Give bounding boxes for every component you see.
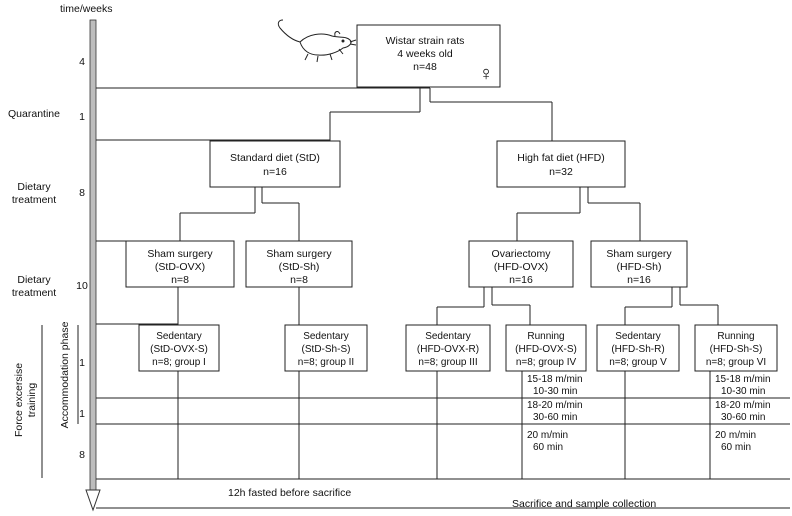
std-sh-line1: Sham surgery	[266, 248, 332, 260]
root-line2: 4 weeks old	[397, 48, 453, 60]
std-ovx-line1: Sham surgery	[147, 248, 213, 260]
std-sh-line3: n=8	[290, 274, 308, 286]
phase-quarantine: Quarantine	[8, 108, 60, 120]
g4-stage1-speed: 15-18 m/min	[527, 374, 583, 385]
std-diet-line1: Standard diet (StD)	[230, 152, 320, 164]
group-4-line3: n=8; group IV	[516, 357, 577, 368]
group-4-line1: Running	[527, 331, 564, 342]
phase-dietary-1-line2: treatment	[12, 194, 56, 206]
hfd-line2: n=32	[549, 166, 573, 178]
group-1-line1: Sedentary	[156, 331, 202, 342]
group-6-line2: (HFD-Sh-S)	[710, 344, 763, 355]
g6-stage1-time: 10-30 min	[721, 386, 765, 397]
rat-icon	[277, 19, 357, 63]
hfd-ovx-line3: n=16	[509, 274, 533, 286]
fasted-label: 12h fasted before sacrifice	[228, 487, 351, 499]
sacrifice-label: Sacrifice and sample collection	[512, 498, 656, 510]
group-2-line3: n=8; group II	[298, 357, 354, 368]
g4-stage3-time: 60 min	[533, 442, 563, 453]
duration-label: 1	[79, 408, 85, 420]
root-line3: n=48	[413, 61, 437, 73]
duration-label: 1	[79, 111, 85, 123]
g6-stage1-speed: 15-18 m/min	[715, 374, 771, 385]
phase-force-exercise-line2: training	[26, 383, 38, 418]
group-6-node	[694, 324, 778, 372]
duration-label: 10	[76, 280, 88, 292]
group-2-line2: (StD-Sh-S)	[302, 344, 351, 355]
standard-diet-node	[209, 140, 341, 188]
root-line1: Wistar strain rats	[386, 35, 465, 47]
group-1-line2: (StD-OVX-S)	[150, 344, 208, 355]
phase-accommodation: Accommodation phase	[59, 321, 71, 428]
hfd-sh-node	[590, 240, 688, 288]
phase-separators	[96, 87, 790, 509]
hfd-line1: High fat diet (HFD)	[517, 152, 605, 164]
group-6-line1: Running	[717, 331, 754, 342]
tree-connectors	[177, 88, 719, 480]
group-3-line2: (HFD-OVX-R)	[417, 344, 479, 355]
std-ovx-node	[125, 240, 235, 288]
hfd-sh-line1: Sham surgery	[606, 248, 672, 260]
group-5-node	[596, 324, 680, 372]
group-3-line1: Sedentary	[425, 331, 471, 342]
hfd-ovx-node	[468, 240, 574, 288]
group-5-line3: n=8; group V	[609, 357, 667, 368]
axis-title: time/weeks	[60, 3, 113, 15]
female-symbol-icon: ♀	[479, 63, 494, 85]
high-fat-diet-node	[496, 140, 626, 188]
g4-stage1-time: 10-30 min	[533, 386, 577, 397]
std-ovx-line2: (StD-OVX)	[155, 261, 205, 273]
phase-dietary-2-line1: Dietary	[17, 274, 51, 286]
group-4-line2: (HFD-OVX-S)	[515, 344, 577, 355]
group-2-line1: Sedentary	[303, 331, 349, 342]
duration-label: 4	[79, 56, 85, 68]
group-1-node	[138, 324, 220, 372]
std-sh-line2: (StD-Sh)	[279, 261, 320, 273]
std-sh-node	[245, 240, 353, 288]
time-axis	[85, 19, 101, 512]
g4-stage2-time: 30-60 min	[533, 412, 577, 423]
group-6-line3: n=8; group VI	[706, 357, 766, 368]
group-1-line3: n=8; group I	[152, 357, 206, 368]
hfd-ovx-line1: Ovariectomy	[492, 248, 552, 260]
group-4-node	[505, 324, 587, 372]
group-5-line2: (HFD-Sh-R)	[611, 344, 664, 355]
g4-stage2-speed: 18-20 m/min	[527, 400, 583, 411]
root-node	[356, 24, 501, 88]
phase-dietary-1-line1: Dietary	[17, 181, 51, 193]
hfd-sh-line3: n=16	[627, 274, 651, 286]
phase-dietary-2-line2: treatment	[12, 287, 56, 299]
g4-stage3-speed: 20 m/min	[527, 430, 568, 441]
g6-stage2-speed: 18-20 m/min	[715, 400, 771, 411]
hfd-sh-line2: (HFD-Sh)	[617, 261, 662, 273]
hfd-ovx-line2: (HFD-OVX)	[494, 261, 548, 273]
std-ovx-line3: n=8	[171, 274, 189, 286]
phase-force-exercise-line1: Force excersise	[13, 363, 25, 437]
duration-label: 8	[79, 449, 85, 461]
g6-stage3-time: 60 min	[721, 442, 751, 453]
duration-label: 1	[79, 357, 85, 369]
group-2-node	[284, 324, 368, 372]
duration-label: 8	[79, 187, 85, 199]
std-diet-line2: n=16	[263, 166, 287, 178]
g6-stage3-speed: 20 m/min	[715, 430, 756, 441]
group-3-node	[405, 324, 491, 372]
group-3-line3: n=8; group III	[418, 357, 477, 368]
g6-stage2-time: 30-60 min	[721, 412, 765, 423]
group-5-line1: Sedentary	[615, 331, 661, 342]
